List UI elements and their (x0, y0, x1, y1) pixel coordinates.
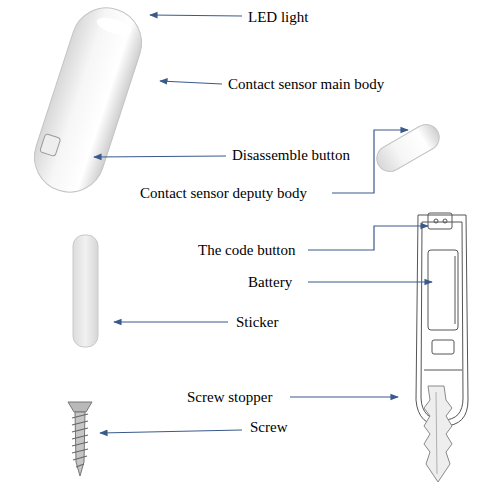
sticker (73, 235, 98, 347)
part-label: Contact sensor main body (228, 75, 384, 93)
screw (68, 402, 92, 476)
screw-stopper (424, 386, 452, 482)
part-label: LED light (248, 8, 308, 26)
leader-arrows (94, 15, 432, 433)
part-label: Contact sensor deputy body (140, 184, 307, 202)
part-label: Screw stopper (187, 388, 272, 406)
part-label: The code button (198, 241, 295, 259)
part-label: Screw (250, 418, 288, 436)
part-label: Disassemble button (232, 146, 350, 164)
deputy-body (372, 120, 444, 177)
part-label: Battery (248, 273, 292, 291)
main-body (25, 0, 150, 201)
part-label: Sticker (236, 313, 279, 331)
